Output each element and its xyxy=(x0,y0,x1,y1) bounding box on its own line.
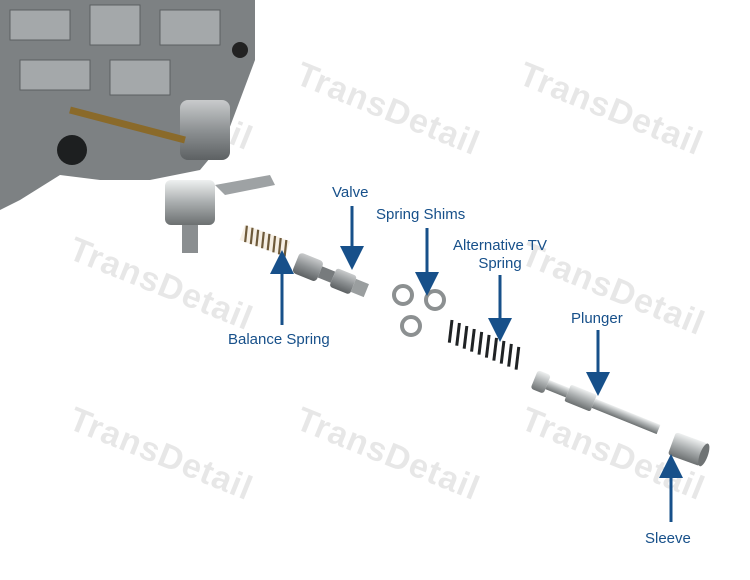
balance-spring xyxy=(239,225,291,257)
sleeve xyxy=(668,432,710,467)
plunger-label: Plunger xyxy=(571,310,623,327)
plunger xyxy=(531,370,661,435)
alternative-tv-spring xyxy=(447,319,521,370)
balance-spring-label: Balance Spring xyxy=(228,331,330,348)
alternative-tv-spring-label: Alternative TV Spring xyxy=(446,237,554,273)
valve xyxy=(292,253,369,298)
pointer-arrows xyxy=(270,206,683,522)
sleeve-label: Sleeve xyxy=(645,530,691,547)
alternative-tv-spring-label-line1: Alternative TV xyxy=(453,237,547,254)
valve-body xyxy=(0,0,275,253)
spring-shims xyxy=(392,284,446,337)
spring-shims-label: Spring Shims xyxy=(376,206,466,223)
valve-label: Valve xyxy=(332,184,369,201)
alternative-tv-spring-label-line2: Spring xyxy=(478,255,522,272)
